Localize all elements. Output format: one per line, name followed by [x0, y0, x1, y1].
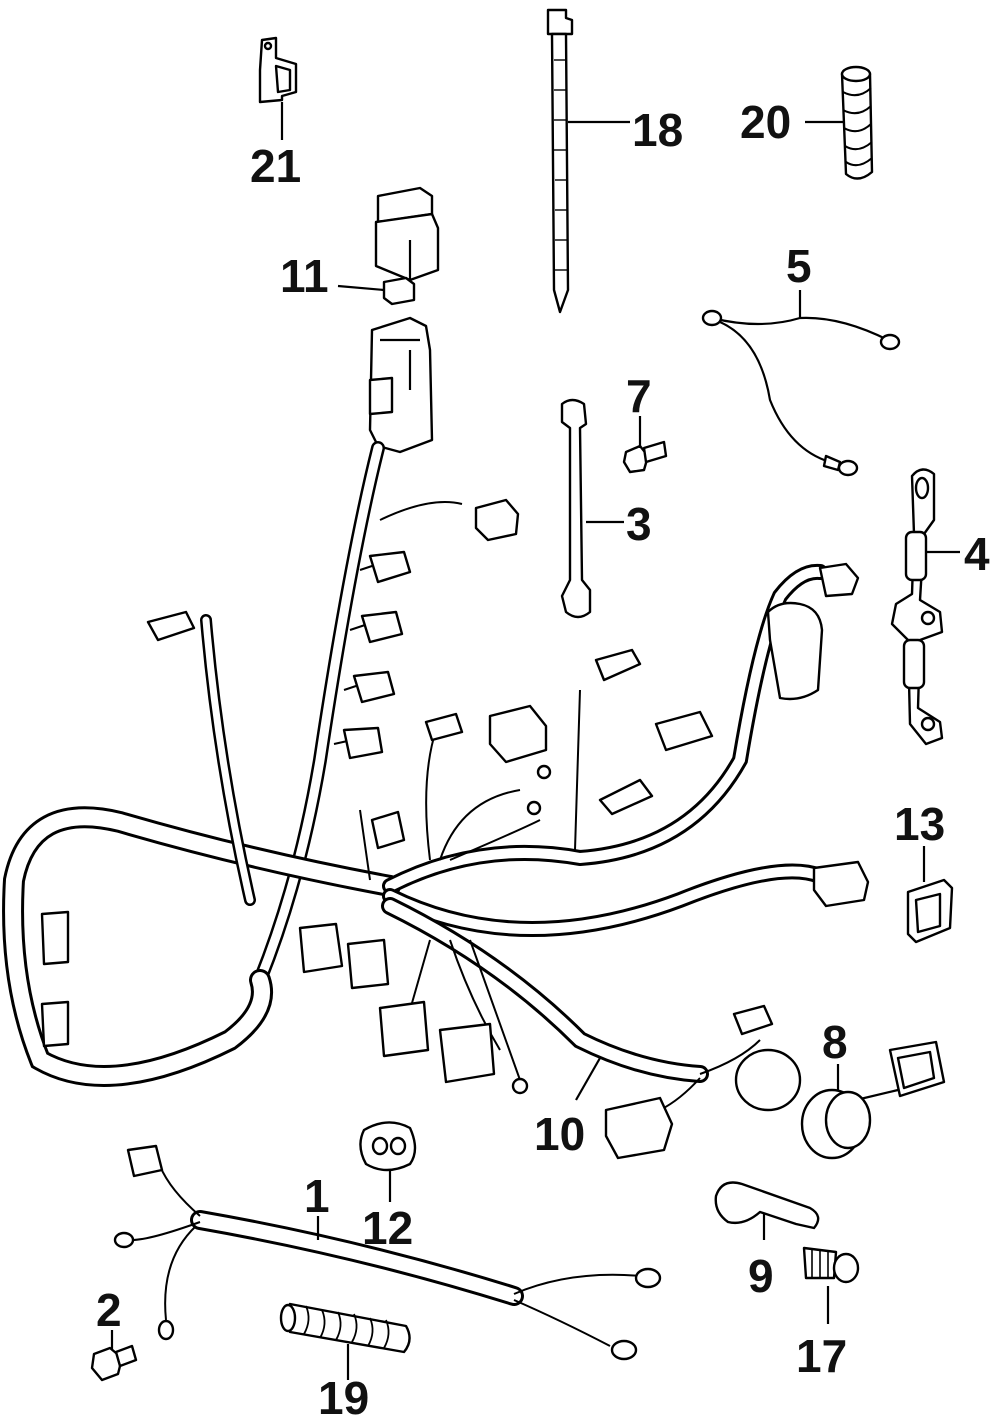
part-12-grommet — [359, 1121, 417, 1202]
part-18-cable-tie — [546, 8, 630, 314]
part-17-screw — [802, 1246, 860, 1324]
callout-1: 1 — [304, 1170, 330, 1222]
part-1-sub-harness — [113, 1144, 662, 1361]
part-4-ground-strap — [890, 468, 960, 746]
callout-17: 17 — [796, 1330, 847, 1382]
callout-4: 4 — [964, 528, 990, 580]
part-11-relay-fuse — [337, 186, 440, 454]
part-10-main-harness — [2, 441, 870, 1160]
part-9-clamp — [714, 1181, 820, 1240]
callout-8: 8 — [822, 1016, 848, 1068]
part-20-spiral-sleeve — [805, 65, 874, 180]
callout-21: 21 — [250, 140, 301, 192]
callout-3: 3 — [626, 498, 652, 550]
callout-12: 12 — [362, 1202, 413, 1254]
callout-10: 10 — [534, 1108, 585, 1160]
part-7-bolt — [622, 416, 668, 474]
callout-9: 9 — [748, 1250, 774, 1302]
part-3-rubber-boot — [560, 398, 624, 619]
callout-5: 5 — [786, 240, 812, 292]
part-13-cap — [906, 846, 954, 944]
callout-18: 18 — [632, 104, 683, 156]
part-21-terminal-bracket — [258, 36, 298, 140]
callout-7: 7 — [626, 370, 652, 422]
callout-13: 13 — [894, 798, 945, 850]
callout-20: 20 — [740, 96, 791, 148]
part-2-bolt — [90, 1330, 138, 1382]
callout-19: 19 — [318, 1372, 369, 1416]
part-8-cap-gasket — [800, 1040, 946, 1160]
part-5-ground-wire — [701, 290, 901, 477]
part-19-spiral-sleeve — [279, 1302, 411, 1380]
callout-2: 2 — [96, 1284, 122, 1336]
callout-11: 11 — [280, 250, 329, 302]
